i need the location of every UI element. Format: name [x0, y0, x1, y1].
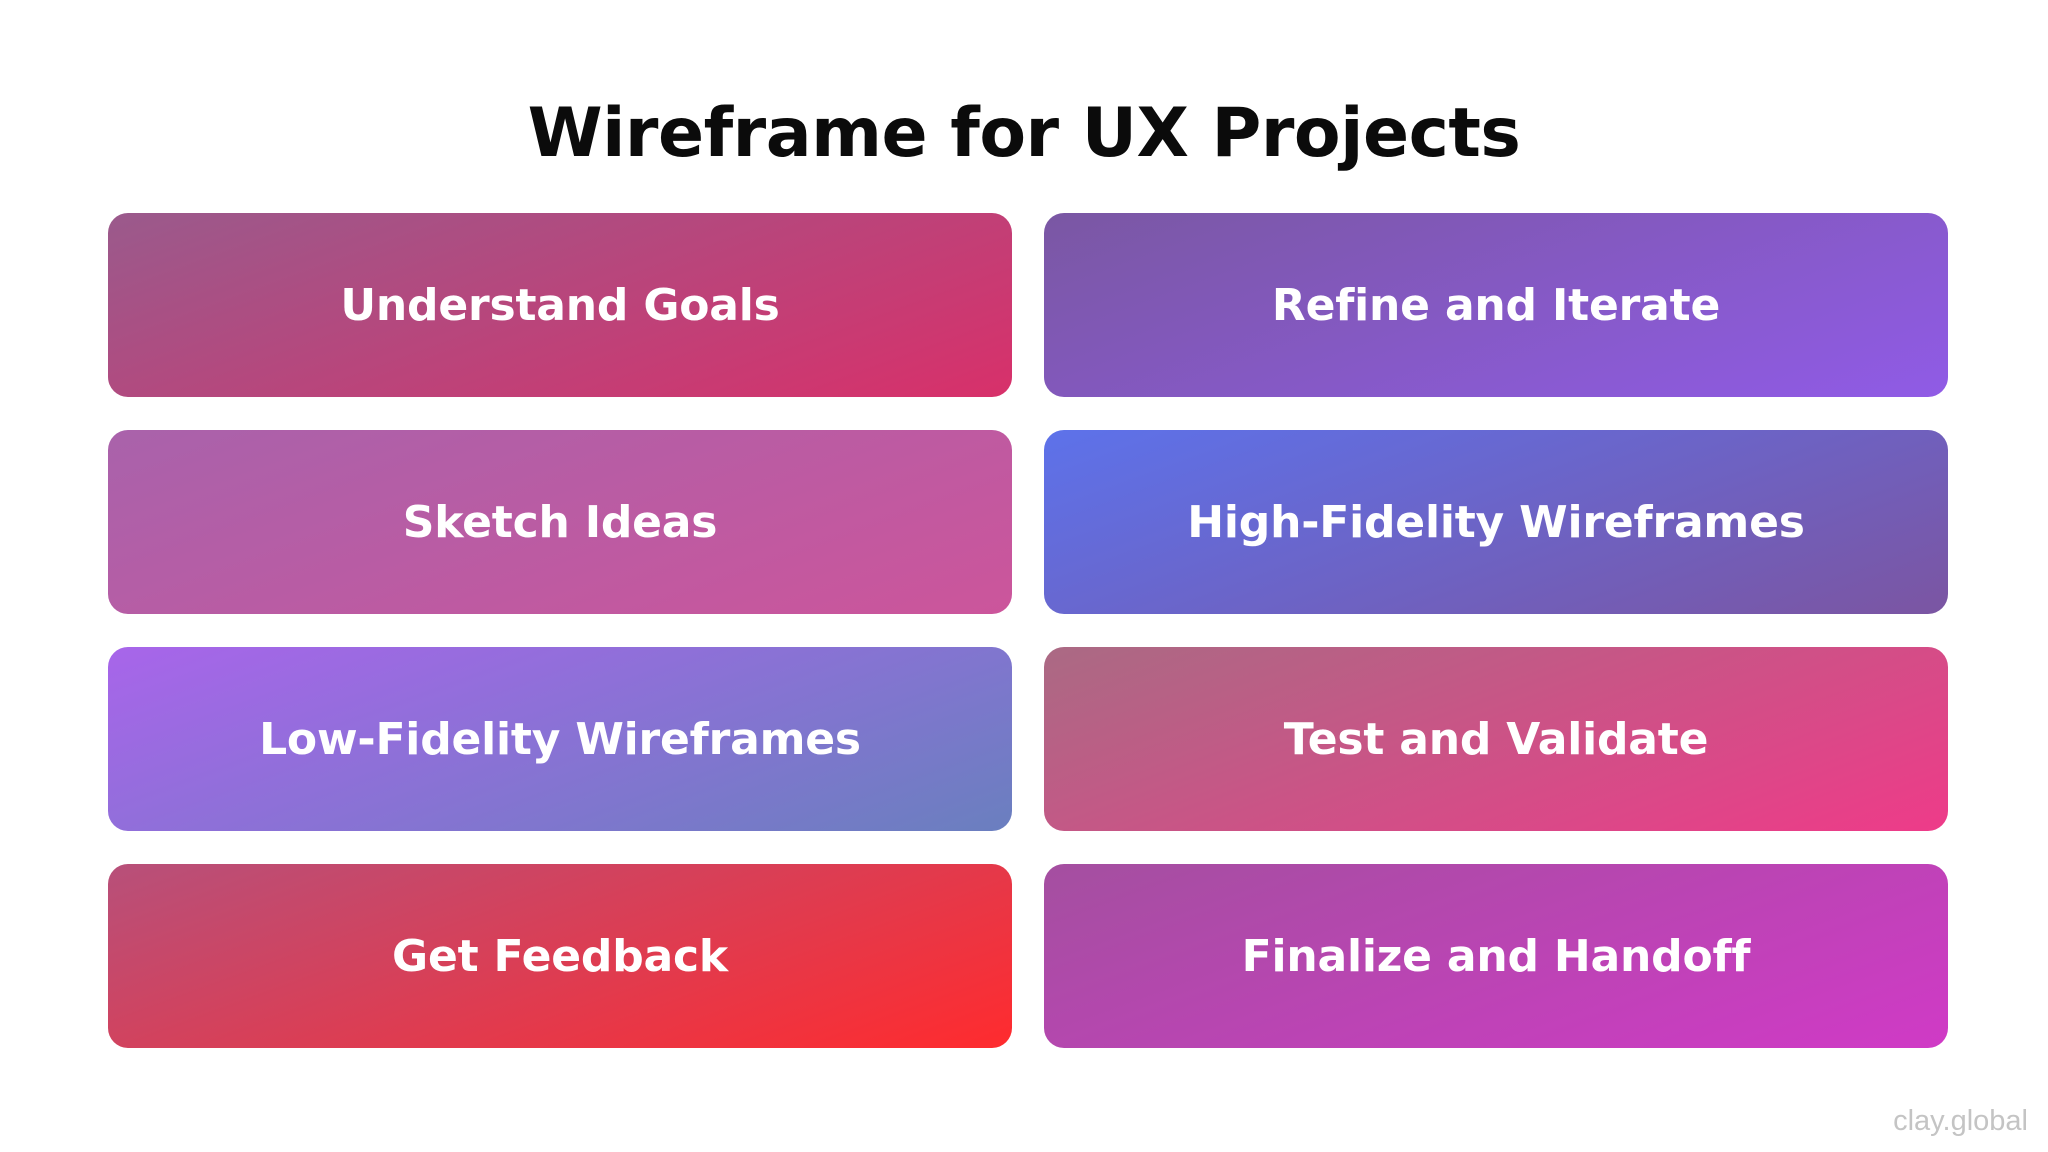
card-test-and-validate: Test and Validate: [1044, 647, 1948, 831]
card-label: Sketch Ideas: [402, 496, 718, 548]
card-label: Refine and Iterate: [1271, 279, 1721, 331]
card-refine-and-iterate: Refine and Iterate: [1044, 213, 1948, 397]
card-sketch-ideas: Sketch Ideas: [108, 430, 1012, 614]
card-label: Low-Fidelity Wireframes: [259, 713, 861, 765]
page-title: Wireframe for UX Projects: [527, 94, 1521, 173]
card-label: Understand Goals: [340, 279, 780, 331]
card-low-fidelity-wireframes: Low-Fidelity Wireframes: [108, 647, 1012, 831]
steps-grid: Understand Goals Refine and Iterate Sket…: [108, 213, 1948, 1048]
card-label: High-Fidelity Wireframes: [1187, 496, 1805, 548]
card-understand-goals: Understand Goals: [108, 213, 1012, 397]
card-finalize-and-handoff: Finalize and Handoff: [1044, 864, 1948, 1048]
card-label: Finalize and Handoff: [1241, 930, 1751, 982]
card-label: Test and Validate: [1283, 713, 1709, 765]
card-label: Get Feedback: [392, 930, 728, 982]
card-get-feedback: Get Feedback: [108, 864, 1012, 1048]
watermark: clay.global: [1893, 1105, 2028, 1137]
card-high-fidelity-wireframes: High-Fidelity Wireframes: [1044, 430, 1948, 614]
